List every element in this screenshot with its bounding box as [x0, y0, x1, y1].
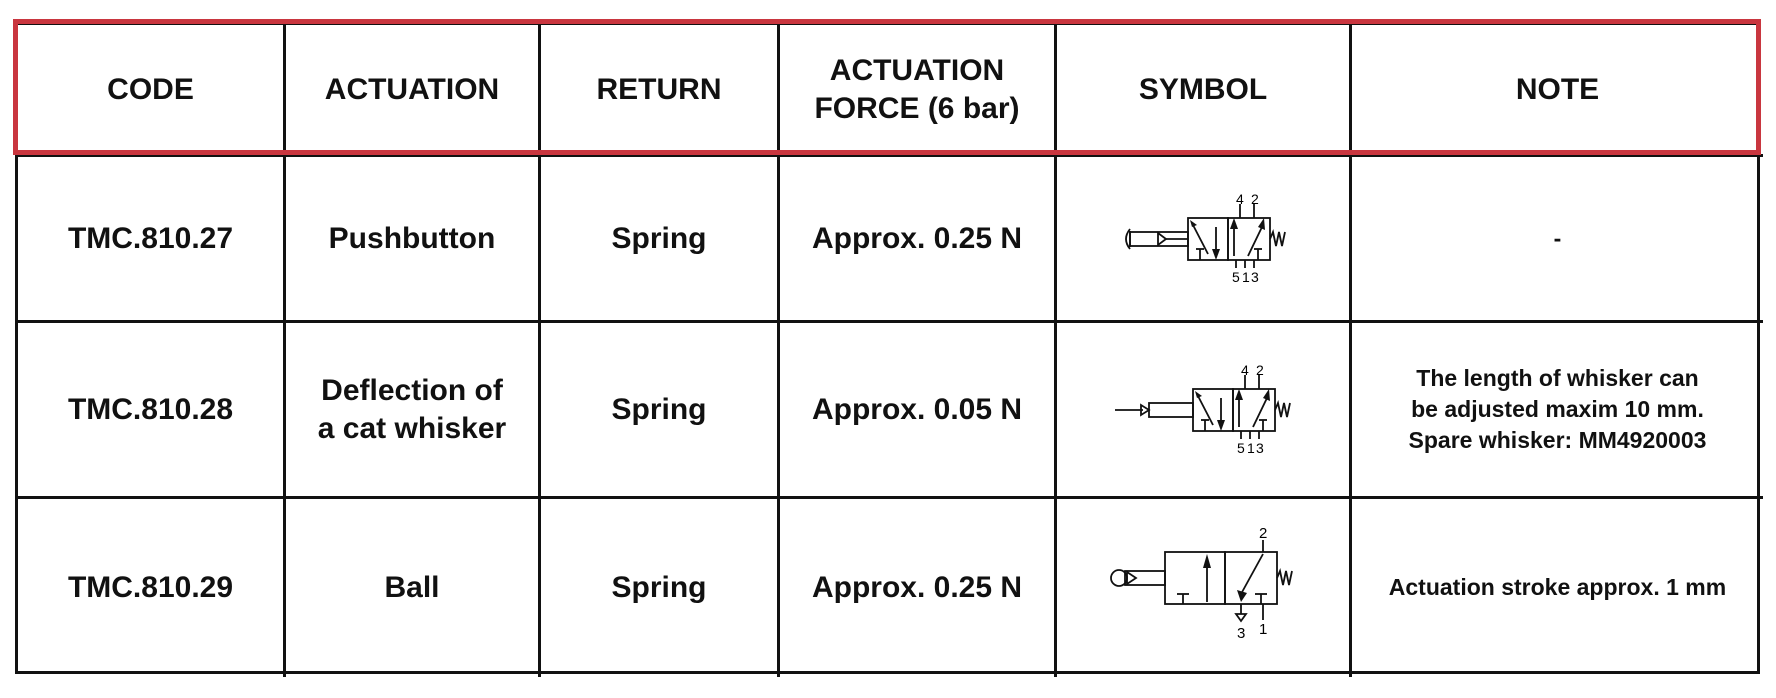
port-label: 1 — [1242, 269, 1250, 284]
port-label: 3 — [1256, 440, 1264, 455]
port-label: 5 — [1237, 440, 1245, 455]
cell-symbol: 2 3 1 — [1057, 499, 1352, 677]
cell-code: TMC.810.27 — [18, 157, 286, 323]
whisker-5-2-valve-symbol-icon: 4 2 5 1 3 — [1115, 365, 1291, 455]
cell-force: Approx. 0.05 N — [780, 323, 1057, 499]
port-label: 3 — [1251, 269, 1259, 284]
cell-return: Spring — [541, 157, 780, 323]
cell-force: Approx. 0.25 N — [780, 499, 1057, 677]
pushbutton-5-2-valve-symbol-icon: 4 2 5 1 3 — [1125, 194, 1286, 284]
port-label: 2 — [1256, 365, 1264, 378]
cell-force: Approx. 0.25 N — [780, 157, 1057, 323]
cell-symbol: 4 2 5 1 3 — [1057, 157, 1352, 323]
cell-actuation: Deflection of a cat whisker — [286, 323, 541, 499]
cell-actuation: Pushbutton — [286, 157, 541, 323]
header-code: CODE — [18, 25, 286, 157]
cell-return: Spring — [541, 323, 780, 499]
header-actuation: ACTUATION — [286, 25, 541, 157]
cell-code: TMC.810.28 — [18, 323, 286, 499]
port-label: 1 — [1247, 440, 1255, 455]
port-label: 4 — [1241, 365, 1249, 378]
port-label: 5 — [1232, 269, 1240, 284]
header-note: NOTE — [1352, 25, 1763, 157]
cell-code: TMC.810.29 — [18, 499, 286, 677]
cell-return: Spring — [541, 499, 780, 677]
ball-3-2-valve-symbol-icon: 2 3 1 — [1110, 528, 1293, 642]
cell-note: The length of whisker can be adjusted ma… — [1352, 323, 1763, 499]
cell-symbol: 4 2 5 1 3 — [1057, 323, 1352, 499]
cell-actuation: Ball — [286, 499, 541, 677]
header-actuation-force: ACTUATION FORCE (6 bar) — [780, 25, 1057, 157]
port-label: 2 — [1251, 194, 1259, 207]
header-symbol: SYMBOL — [1057, 25, 1352, 157]
valve-spec-table: CODE ACTUATION RETURN ACTUATION FORCE (6… — [15, 22, 1763, 677]
port-label: 2 — [1259, 528, 1267, 542]
port-label: 3 — [1237, 625, 1245, 642]
cell-note: Actuation stroke approx. 1 mm — [1388, 574, 1727, 601]
header-return: RETURN — [541, 25, 780, 157]
port-label: 1 — [1259, 621, 1267, 638]
cell-note: - — [1352, 157, 1763, 323]
port-label: 4 — [1236, 194, 1244, 207]
